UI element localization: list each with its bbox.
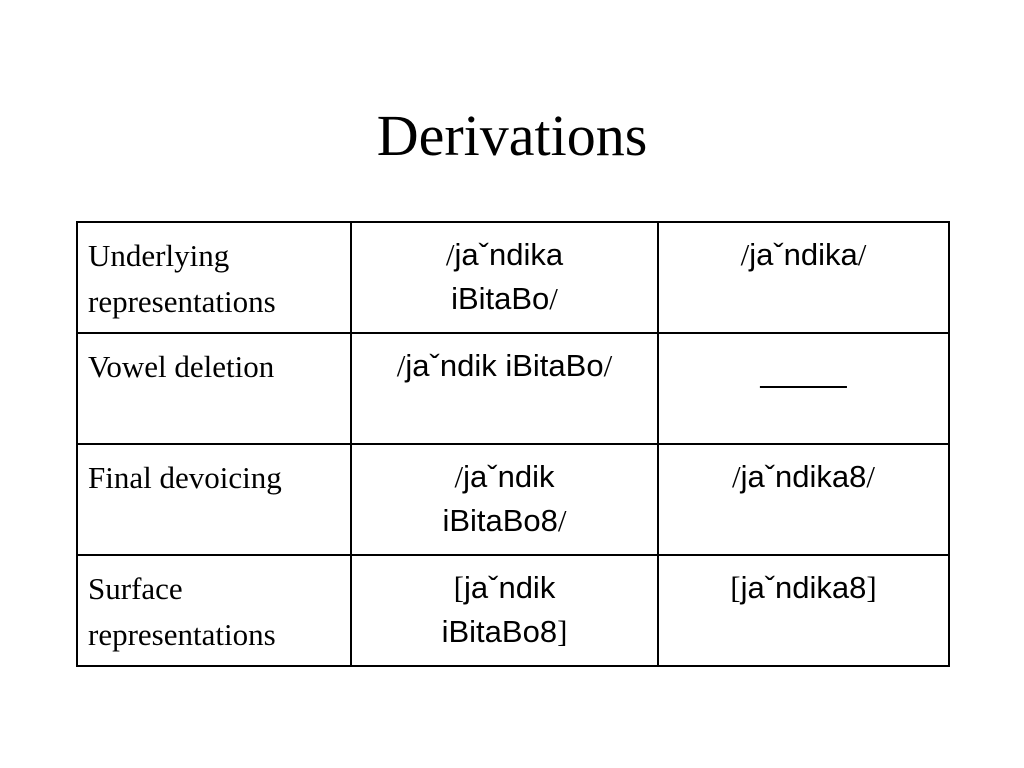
form-b: /jaˇndika/ xyxy=(659,223,948,277)
table-row: Surface representations [jaˇndik iBitaBo… xyxy=(76,554,950,667)
close-delimiter: ] xyxy=(866,570,877,605)
form-a-cell: /jaˇndik iBitaBo/ xyxy=(350,332,659,445)
open-delimiter: / xyxy=(396,348,406,383)
close-delimiter: / xyxy=(603,348,613,383)
form-b-cell: /jaˇndika/ xyxy=(657,221,950,334)
open-delimiter: / xyxy=(454,459,464,494)
open-delimiter: / xyxy=(740,237,750,272)
form-a-cell: /jaˇndika iBitaBo/ xyxy=(350,221,659,334)
row-label-cell: Surface representations xyxy=(76,554,352,667)
form-b-cell: _____ xyxy=(657,332,950,445)
form-a: [jaˇndik iBitaBo8] xyxy=(352,556,657,654)
form-text: jaˇndik iBitaBo8 xyxy=(442,459,558,538)
close-delimiter: ] xyxy=(557,614,568,649)
close-delimiter: / xyxy=(866,459,876,494)
form-text: jaˇndika8 xyxy=(740,570,867,605)
open-delimiter: / xyxy=(731,459,741,494)
form-b: _____ xyxy=(659,334,948,394)
open-delimiter: / xyxy=(445,237,455,272)
form-text: jaˇndika xyxy=(749,237,858,272)
derivations-table: Underlying representations /jaˇndika iBi… xyxy=(76,221,950,667)
row-label: Surface representations xyxy=(88,571,276,652)
row-label: Vowel deletion xyxy=(88,349,275,384)
form-text: jaˇndik iBitaBo xyxy=(405,348,604,383)
open-delimiter: [ xyxy=(453,570,464,605)
close-delimiter: / xyxy=(857,237,867,272)
blank-line: _____ xyxy=(760,354,847,389)
form-a-cell: [jaˇndik iBitaBo8] xyxy=(350,554,659,667)
form-a: /jaˇndik iBitaBo/ xyxy=(352,334,657,388)
slide-title: Derivations xyxy=(376,103,648,168)
form-b-cell: [jaˇndika8] xyxy=(657,554,950,667)
form-b: [jaˇndika8] xyxy=(659,556,948,610)
table-row: Final devoicing /jaˇndik iBitaBo8/ /jaˇn… xyxy=(76,443,950,556)
form-b: /jaˇndika8/ xyxy=(659,445,948,499)
form-text: jaˇndika8 xyxy=(740,459,867,494)
row-label-cell: Vowel deletion xyxy=(76,332,352,445)
row-label: Final devoicing xyxy=(88,460,282,495)
close-delimiter: / xyxy=(557,503,567,538)
close-delimiter: / xyxy=(549,281,558,316)
form-text: jaˇndik iBitaBo8 xyxy=(441,570,558,649)
form-a: /jaˇndika iBitaBo/ xyxy=(352,223,657,321)
form-a-cell: /jaˇndik iBitaBo8/ xyxy=(350,443,659,556)
row-label-cell: Underlying representations xyxy=(76,221,352,334)
table-row: Underlying representations /jaˇndika iBi… xyxy=(76,221,950,334)
form-a: /jaˇndik iBitaBo8/ xyxy=(352,445,657,543)
row-label: Underlying representations xyxy=(88,238,276,319)
form-b-cell: /jaˇndika8/ xyxy=(657,443,950,556)
row-label-cell: Final devoicing xyxy=(76,443,352,556)
open-delimiter: [ xyxy=(730,570,741,605)
form-text: jaˇndika iBitaBo xyxy=(451,237,564,316)
table-row: Vowel deletion /jaˇndik iBitaBo/ _____ xyxy=(76,332,950,445)
